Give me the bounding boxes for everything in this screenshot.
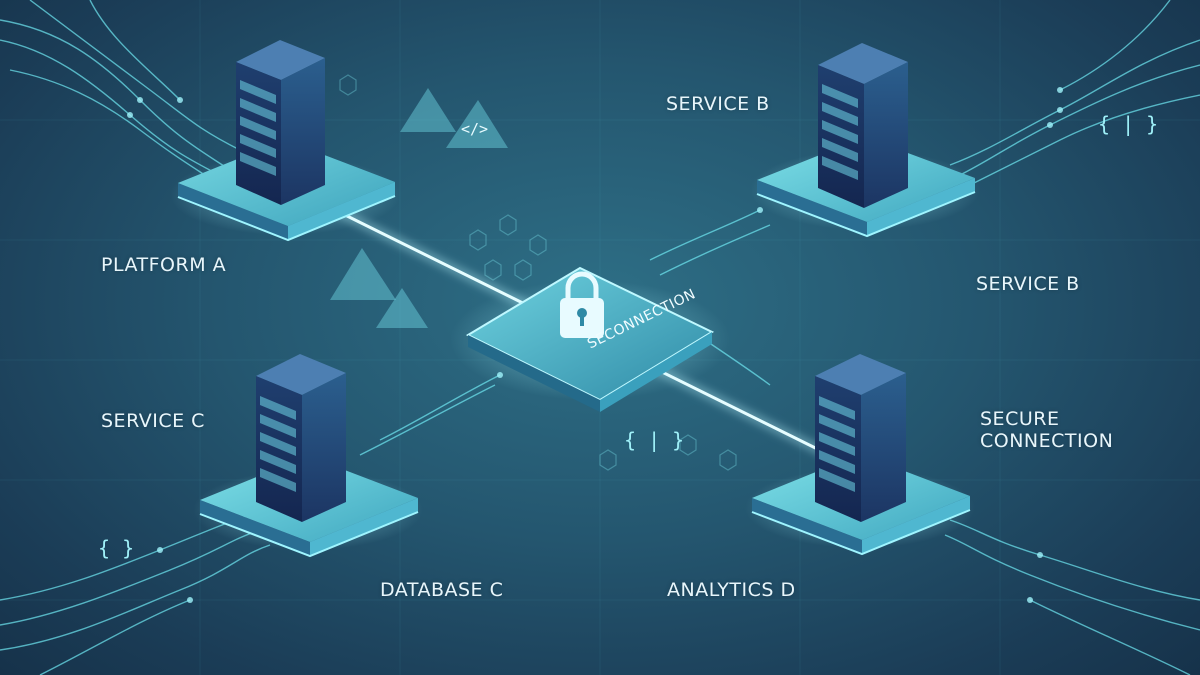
braces-icon-right: { | } (1098, 112, 1159, 136)
server-service-b (750, 43, 980, 238)
code-tag-icon: </> (461, 120, 489, 138)
label-analytics-d: ANALYTICS D (667, 579, 796, 601)
braces-icon-center: { | } (624, 428, 685, 452)
label-service-b-top: SERVICE B (666, 93, 770, 115)
hexagon-network (339, 74, 737, 471)
secure-hub (450, 266, 730, 412)
label-secure-connection-line2: CONNECTION (980, 430, 1114, 452)
server-icon (818, 43, 908, 208)
circuit-nodes (127, 87, 1063, 603)
label-service-c: SERVICE C (101, 410, 205, 432)
label-secure-connection: SECURE CONNECTION (980, 408, 1120, 452)
label-database-c: DATABASE C (380, 579, 504, 601)
triangle-icon (446, 100, 508, 148)
label-secure-connection-line1: SECURE (980, 408, 1060, 430)
label-service-b-right: SERVICE B (976, 273, 1080, 295)
triangle-icon (376, 288, 428, 328)
triangle-icon (400, 88, 456, 132)
server-icon (256, 354, 346, 522)
server-platform-a (170, 40, 400, 242)
decorative-triangles (330, 88, 508, 328)
triangle-icon (330, 248, 396, 300)
lock-icon (560, 271, 604, 338)
server-icon (236, 40, 325, 205)
server-analytics-d (745, 354, 975, 556)
label-platform-a: PLATFORM A (101, 254, 227, 276)
server-icon (815, 354, 906, 522)
server-service-c (193, 354, 423, 558)
braces-icon-left: { } (98, 536, 135, 560)
